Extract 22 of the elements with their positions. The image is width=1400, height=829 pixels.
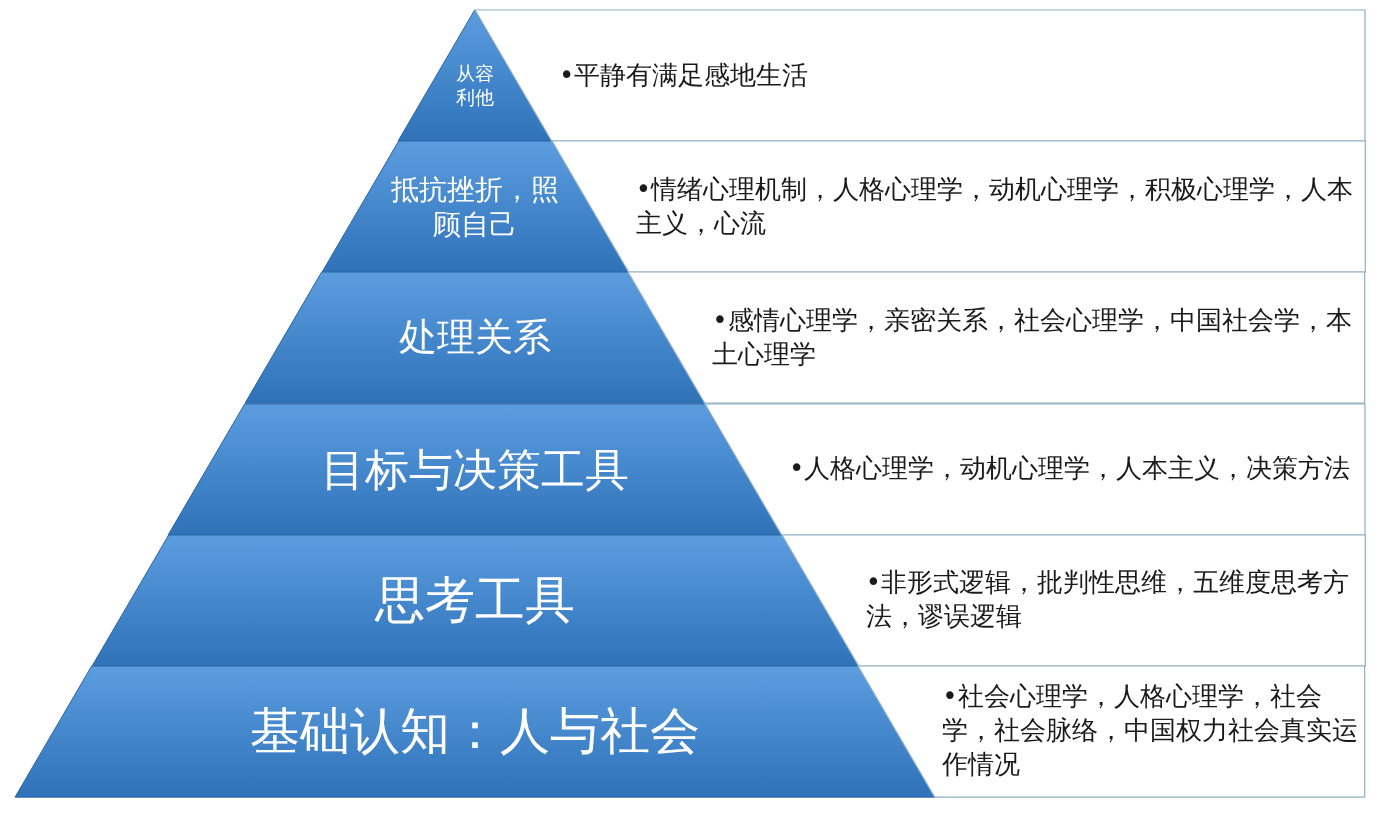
level-title: 思考工具 [374, 570, 576, 631]
level-title: 抵抗挫折，照顾自己 [390, 171, 560, 242]
level-title: 从容利他 [455, 62, 495, 110]
description-box [705, 403, 1365, 535]
description-text: •非形式逻辑，批判性思维，五维度思考方法，谬误逻辑 [865, 566, 1350, 634]
description-text: •平静有满足感地生活 [559, 58, 810, 92]
description-text: •社会心理学，人格心理学，社会学，社会脉络，中国权力社会真实运作情况 [942, 680, 1360, 782]
pyramid-level [398, 10, 552, 142]
description-box [858, 665, 1365, 797]
level-title: 处理关系 [398, 314, 552, 362]
description-text: •情绪心理机制，人格心理学，动机心理学，积极心理学，人本主义，心流 [635, 172, 1354, 240]
description-box [628, 272, 1365, 404]
pyramid-level [91, 534, 859, 666]
level-title: 基础认知：人与社会 [249, 701, 701, 763]
pyramid-level [168, 403, 782, 535]
description-text: •感情心理学，亲密关系，社会心理学，中国社会学，本土心理学 [712, 304, 1353, 371]
description-box [781, 534, 1365, 666]
level-title: 目标与决策工具 [320, 442, 630, 497]
description-text: •人格心理学，动机心理学，人本主义，决策方法 [789, 452, 1352, 486]
pyramid-level [15, 665, 935, 797]
pyramid-level [245, 272, 705, 404]
description-box [475, 10, 1365, 142]
